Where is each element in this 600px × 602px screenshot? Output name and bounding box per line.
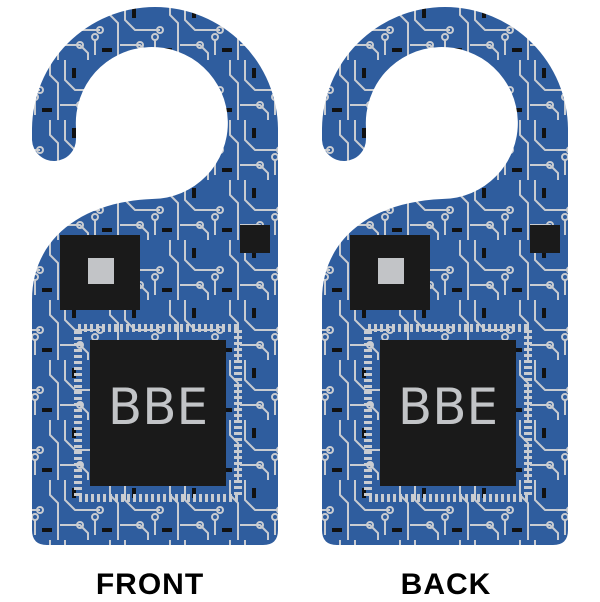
bga-chip bbox=[350, 235, 430, 310]
monogram-front: BBE bbox=[108, 378, 208, 436]
small-chip bbox=[530, 225, 560, 253]
main-chip bbox=[364, 324, 532, 502]
hanger-front: BBE bbox=[32, 7, 278, 545]
bga-chip bbox=[60, 235, 140, 310]
main-chip bbox=[74, 324, 242, 502]
front-label: FRONT bbox=[95, 568, 205, 601]
back-label: BACK bbox=[400, 568, 492, 601]
monogram-back: BBE bbox=[398, 378, 498, 436]
small-chip bbox=[240, 225, 270, 253]
hanger-back: BBE bbox=[322, 7, 568, 545]
